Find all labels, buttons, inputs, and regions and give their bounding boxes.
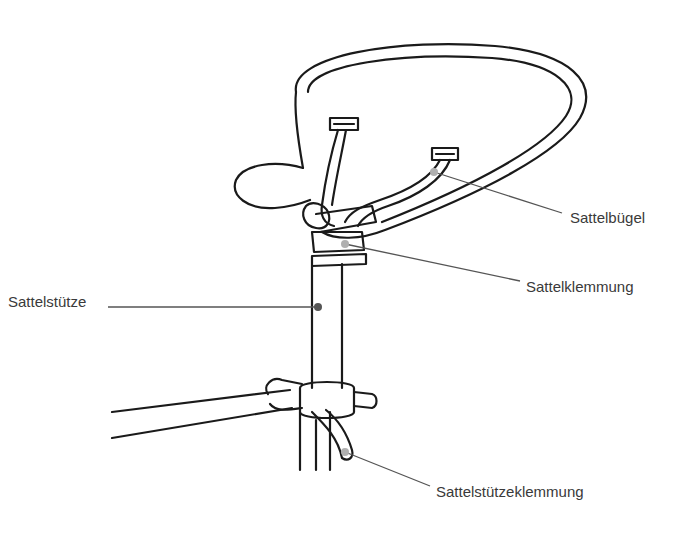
seat-post — [312, 264, 342, 388]
leader-dot — [341, 240, 349, 248]
saddle-nose — [235, 164, 310, 208]
saddle-rail — [332, 130, 346, 205]
clamp-bolt — [266, 379, 302, 410]
frame-tube — [300, 412, 330, 470]
rail-holder — [330, 118, 358, 130]
leader-dot — [341, 448, 349, 456]
leader-dot — [430, 168, 438, 176]
saddle-clamp — [312, 232, 364, 252]
saddle-clamp — [312, 254, 366, 266]
frame-tube — [112, 390, 292, 438]
quick-release-lever — [312, 410, 352, 460]
saddle-shell — [296, 44, 586, 238]
saddle-clamp — [316, 206, 376, 232]
part-label: Sattelstütze — [8, 293, 86, 311]
part-label: Sattelstützeklemmung — [436, 483, 584, 501]
leader-line — [345, 452, 430, 486]
part-label: Sattelklemmung — [526, 278, 634, 296]
saddle-clamp — [303, 203, 329, 228]
clamp-bolt — [354, 392, 377, 408]
leader-line — [434, 172, 562, 213]
saddle-rail — [358, 160, 450, 226]
seat-post-clamp — [300, 382, 354, 418]
leader-dot — [314, 303, 322, 311]
saddle-rim — [295, 92, 303, 168]
leader-line — [345, 244, 520, 281]
saddle-rim — [308, 56, 571, 222]
part-label: Sattelbügel — [570, 209, 645, 227]
rail-holder — [432, 148, 458, 160]
saddle-rail — [345, 160, 440, 222]
leader-line — [108, 306, 318, 307]
